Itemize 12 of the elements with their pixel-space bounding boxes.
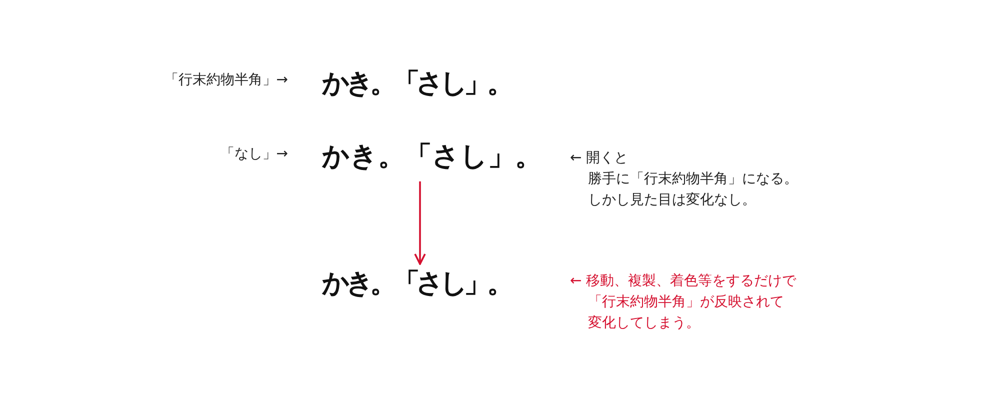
note-text: ← 移動、複製、着色等をするだけで — [570, 273, 796, 290]
sample-text: かき。「さし」。 — [322, 68, 510, 100]
note-text: 「行末約物半角」が反映されて — [588, 294, 784, 311]
note-text: ← 開くと — [570, 150, 628, 167]
side-label: 「行末約物半角」→ — [164, 72, 288, 89]
side-label: 「なし」→ — [220, 146, 288, 163]
arrow — [414, 181, 426, 265]
note-text: 変化してしまう。 — [588, 315, 700, 332]
note-text: しかし見た目は変化なし。 — [588, 192, 756, 209]
sample-text: かき。「さし」。 — [322, 141, 542, 174]
note-text: 勝手に「行末約物半角」になる。 — [588, 171, 798, 188]
sample-text: かき。「さし」。 — [322, 268, 510, 300]
